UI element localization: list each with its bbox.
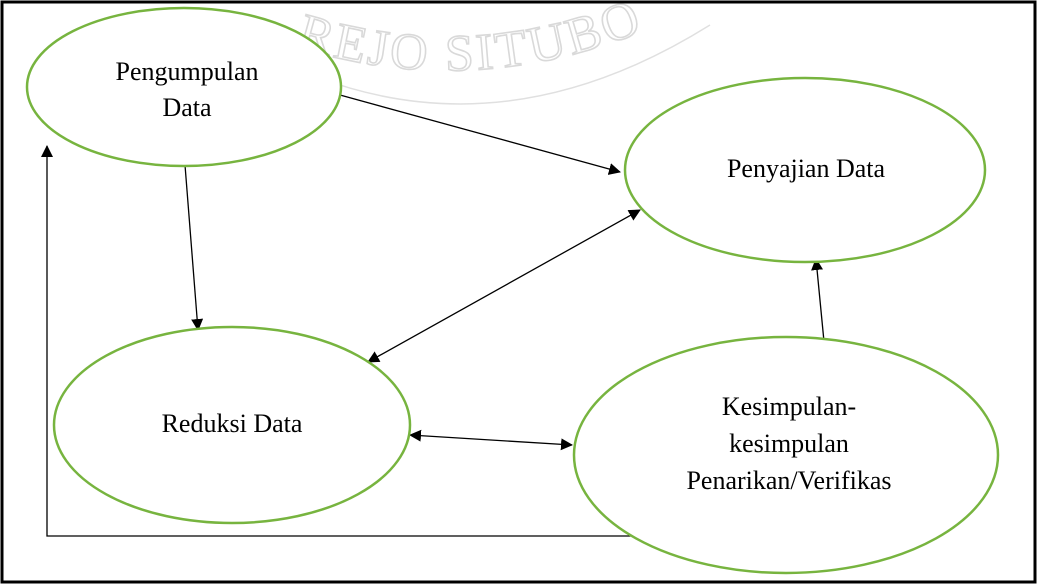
node-reduksi-label: Reduksi Data bbox=[162, 409, 303, 438]
arrow-pengumpulan-to-penyajian bbox=[339, 94, 621, 175]
node-reduksi-ellipse bbox=[52, 325, 412, 525]
node-pengumpulan-label-line1: Pengumpulan bbox=[116, 57, 259, 86]
node-reduksi-data: Reduksi Data bbox=[52, 325, 412, 525]
node-penyajian-ellipse bbox=[623, 76, 987, 264]
arrow-reduksi-kesimpulan bbox=[409, 429, 573, 451]
node-kesimpulan-label-line1: Kesimpulan- bbox=[722, 392, 856, 421]
node-pengumpulan-ellipse bbox=[25, 6, 343, 168]
node-penyajian-data: Penyajian Data bbox=[623, 76, 987, 264]
watermark-text: REJO SITUBO bbox=[292, 0, 650, 83]
node-pengumpulan-data: Pengumpulan Data bbox=[25, 6, 343, 168]
arrow-pengumpulan-to-reduksi bbox=[184, 164, 204, 331]
node-pengumpulan-label-line2: Data bbox=[162, 93, 212, 122]
node-kesimpulan-label-line2: kesimpulan bbox=[729, 429, 849, 458]
node-kesimpulan-label-line3: Penarikan/Verifikas bbox=[686, 466, 891, 495]
arrow-feedback-loop bbox=[41, 145, 637, 537]
node-penyajian-label: Penyajian Data bbox=[727, 154, 886, 183]
arrow-penyajian-kesimpulan bbox=[811, 258, 830, 353]
arrow-reduksi-penyajian bbox=[367, 209, 641, 363]
node-kesimpulan-ellipse bbox=[572, 335, 1000, 575]
edges bbox=[41, 94, 830, 537]
node-kesimpulan: Kesimpulan- kesimpulan Penarikan/Verifik… bbox=[572, 335, 1000, 575]
